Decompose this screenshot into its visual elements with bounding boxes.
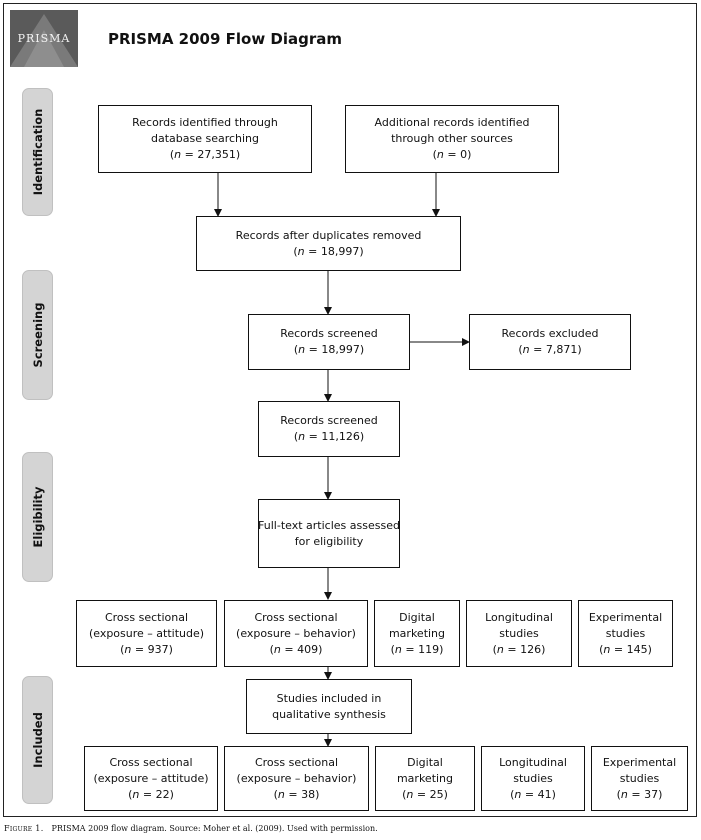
box-line: for eligibility <box>294 534 364 548</box>
box-included-cross-sectional-behavior: Cross sectional (exposure – behavior) (n… <box>224 746 369 811</box>
box-line: Longitudinal <box>499 755 567 769</box>
figure-caption: Figure 1. PRISMA 2009 flow diagram. Sourc… <box>4 824 378 833</box>
box-line: Records identified through <box>132 116 278 129</box>
box-line: Cross sectional <box>104 610 189 624</box>
diagram-frame <box>3 3 697 817</box>
prisma-logo: PRISMA <box>10 10 78 67</box>
box-count: (n = 18,997) <box>293 343 365 356</box>
box-count: (n = 25) <box>402 787 448 801</box>
box-line: Full-text articles assessed <box>258 518 400 532</box>
box-line: Experimental <box>588 610 663 624</box>
box-records-excluded: Records excluded (n = 7,871) <box>469 314 631 370</box>
box-included-longitudinal: Longitudinal studies (n = 41) <box>481 746 585 811</box>
box-line: studies <box>619 771 660 785</box>
box-line: studies <box>513 771 553 785</box>
box-line: studies <box>499 626 539 640</box>
box-line: (exposure – behavior) <box>236 771 357 785</box>
caption-label: Figure 1. <box>4 824 44 833</box>
box-line: Digital <box>399 610 435 624</box>
box-count: (n = 119) <box>390 642 444 656</box>
box-line: Additional records identified <box>374 116 530 129</box>
box-line: Records after duplicates removed <box>235 228 422 242</box>
box-database-searching: Records identified through database sear… <box>98 105 312 173</box>
box-line: qualitative synthesis <box>272 707 386 721</box>
box-eligible-digital-marketing: Digital marketing (n = 119) <box>374 600 460 667</box>
box-count: (n = 7,871) <box>518 343 582 356</box>
box-line: database searching <box>150 132 260 145</box>
box-count: (n = 37) <box>616 787 663 801</box>
box-line: Cross sectional <box>254 610 338 624</box>
box-count: (n = 18,997) <box>293 244 364 258</box>
box-line: Digital <box>407 755 443 769</box>
box-line: (exposure – attitude) <box>88 626 205 640</box>
box-line: (exposure – attitude) <box>93 771 209 785</box>
box-count: (n = 41) <box>510 787 556 801</box>
box-count: (n = 22) <box>128 787 174 801</box>
box-eligible-cross-sectional-behavior: Cross sectional (exposure – behavior) (n… <box>224 600 368 667</box>
box-eligible-cross-sectional-attitude: Cross sectional (exposure – attitude) (n… <box>76 600 217 667</box>
stage-included: Included <box>22 676 53 804</box>
stage-screening: Screening <box>22 270 53 400</box>
box-line: Records screened <box>280 414 378 427</box>
box-eligible-experimental: Experimental studies (n = 145) <box>578 600 673 667</box>
box-count: (n = 27,351) <box>169 148 241 161</box>
box-records-screened-2: Records screened (n = 11,126) <box>258 401 400 457</box>
box-count: (n = 0) <box>432 148 472 161</box>
box-duplicates-removed: Records after duplicates removed (n = 18… <box>196 216 461 271</box>
box-qualitative-synthesis: Studies included in qualitative synthesi… <box>246 679 412 734</box>
box-line: Longitudinal <box>485 610 553 624</box>
box-line: Experimental <box>602 755 677 769</box>
box-line: (exposure – behavior) <box>236 626 356 640</box>
logo-text: PRISMA <box>17 32 71 45</box>
box-line: Studies included in <box>276 691 382 705</box>
box-eligible-longitudinal: Longitudinal studies (n = 126) <box>466 600 572 667</box>
box-line: marketing <box>396 771 454 785</box>
box-line: Cross sectional <box>109 755 193 769</box>
box-fulltext-assessed: Full-text articles assessed for eligibil… <box>258 499 400 568</box>
box-count: (n = 38) <box>273 787 320 801</box>
stage-identification: Identification <box>22 88 53 216</box>
box-count: (n = 937) <box>120 642 173 656</box>
box-line: Records excluded <box>501 327 599 340</box>
box-count: (n = 145) <box>599 642 652 656</box>
diagram-title: PRISMA 2009 Flow Diagram <box>108 30 343 48</box>
box-line: marketing <box>388 626 446 640</box>
box-count: (n = 11,126) <box>293 430 365 443</box>
box-other-sources: Additional records identified through ot… <box>345 105 559 173</box>
box-line: Records screened <box>280 327 378 340</box>
box-included-cross-sectional-attitude: Cross sectional (exposure – attitude) (n… <box>84 746 218 811</box>
box-line: through other sources <box>391 132 513 145</box>
box-count: (n = 126) <box>492 642 546 656</box>
stage-eligibility: Eligibility <box>22 452 53 582</box>
box-records-screened: Records screened (n = 18,997) <box>248 314 410 370</box>
box-line: Cross sectional <box>254 755 339 769</box>
box-line: studies <box>605 626 646 640</box>
caption-text: PRISMA 2009 flow diagram. Source: Moher … <box>51 824 378 833</box>
box-included-digital-marketing: Digital marketing (n = 25) <box>375 746 475 811</box>
box-count: (n = 409) <box>269 642 323 656</box>
box-included-experimental: Experimental studies (n = 37) <box>591 746 688 811</box>
